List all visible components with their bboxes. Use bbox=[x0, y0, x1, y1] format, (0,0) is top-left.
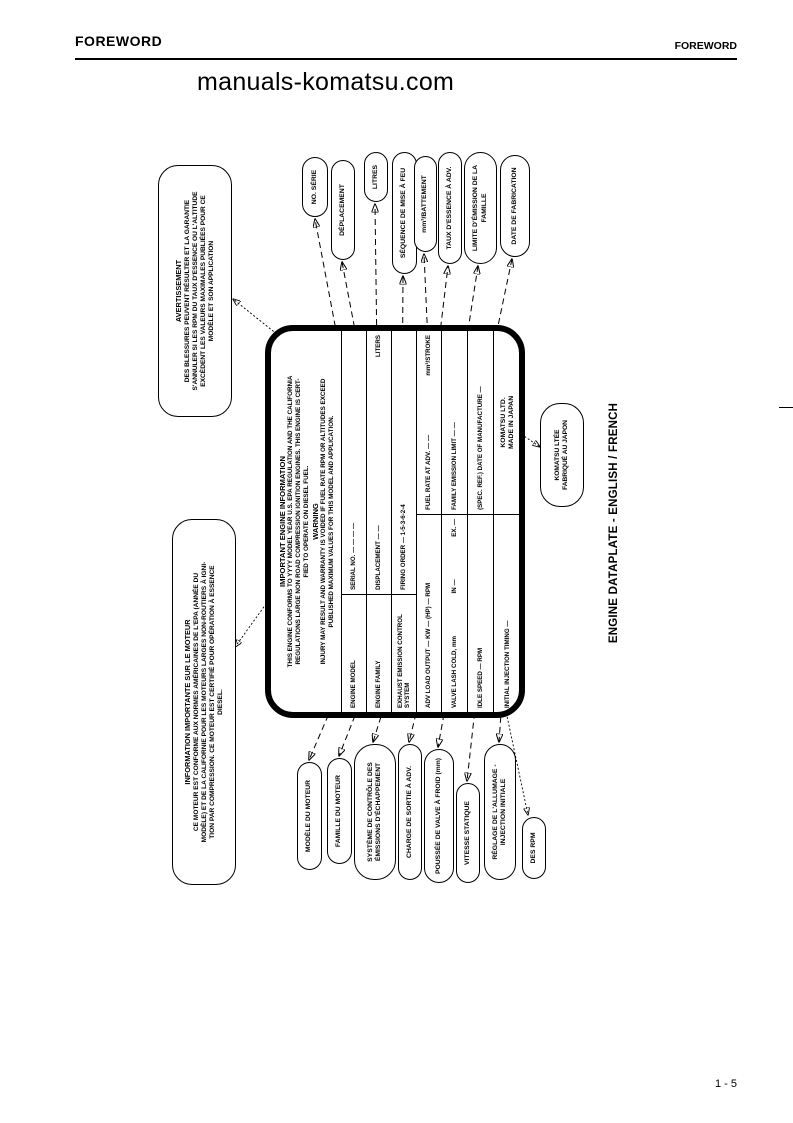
plate-warning-line: PUBLISHED MAXIMUM VALUES FOR THIS MODEL … bbox=[328, 415, 336, 628]
field-exhaust-system: EXHAUST EMISSION CONTROL SYSTEM bbox=[392, 593, 416, 712]
field-maker: KOMATSU LTD. MADE IN JAPAN bbox=[494, 331, 521, 514]
callout-komatsu-fr-line2: FABRIQUÉ AU JAPON bbox=[562, 420, 569, 490]
callout-emission-limit-fr: LIMITE D'ÉMISSION DE LA FAMILLE bbox=[464, 152, 497, 264]
callout-valve-lash-fr: POUSSÉE DE VALVE À FROID (mm) bbox=[424, 749, 454, 883]
callout-adv-load-fr: CHARGE DE SORTIE À ADV. bbox=[398, 744, 422, 880]
callout-warning-fr-line: EXCÈDENT LES VALEURS MAXIMALES PUBLIÉES … bbox=[199, 195, 207, 387]
field-fuel-rate-unit: mm³/STROKE bbox=[425, 335, 433, 376]
callout-warning-fr-line: MODÈLE ET SON APPLICATION bbox=[207, 240, 215, 342]
callout-komatsu-fr: KOMATSU LTÉE FABRIQUÉ AU JAPON bbox=[540, 403, 584, 507]
callout-info-fr-line: TION PAR COMPRESSION. CE MOTEUR EST CERT… bbox=[208, 565, 216, 839]
field-fuel-rate: FUEL RATE AT ADV. — — mm³/STROKE bbox=[417, 331, 441, 514]
field-engine-family: ENGINE FAMILY bbox=[367, 593, 391, 712]
plate-para-line: REGULATIONS LARGE NON ROAD COMPRESSION I… bbox=[295, 378, 303, 665]
plate-title: IMPORTANT ENGINE INFORMATION bbox=[277, 456, 287, 587]
callout-displacement-fr: DÉPLACEMENT bbox=[331, 160, 355, 260]
figure-caption: ENGINE DATAPLATE - ENGLISH / FRENCH bbox=[608, 402, 620, 644]
field-idle-speed: IDLE SPEED — RPM bbox=[468, 513, 493, 712]
engine-dataplate: IMPORTANT ENGINE INFORMATION THIS ENGINE… bbox=[265, 325, 525, 718]
plate-row-adv-load: ADV LOAD OUTPUT — KW — (HP) — RPM FUEL R… bbox=[416, 331, 441, 712]
plate-warning-line: INJURY MAY RESULT AND WARRANTY IS VOIDED… bbox=[320, 378, 328, 665]
field-engine-model: ENGINE MODEL bbox=[342, 593, 366, 712]
plate-row-idle-speed: IDLE SPEED — RPM (SPEC. REF.) DATE OF MA… bbox=[467, 331, 493, 712]
field-emission-limit: FAMILY EMISSION LIMIT — — bbox=[450, 422, 458, 510]
callout-date-mfg-fr: DATE DE FABRICATION bbox=[500, 155, 530, 257]
callout-idle-speed-fr: VITESSE STATIQUE bbox=[456, 783, 480, 883]
callout-mm3-stroke-fr: mm³/BATTEMENT bbox=[414, 156, 437, 252]
field-displacement: DISPLACEMENT — — LITERS bbox=[367, 331, 391, 594]
plate-row-engine-family: ENGINE FAMILY DISPLACEMENT — — LITERS bbox=[366, 331, 391, 712]
field-fuel-rate-label: FUEL RATE AT ADV. — — bbox=[425, 434, 433, 510]
callout-komatsu-fr-line1: KOMATSU LTÉE bbox=[554, 429, 562, 481]
callout-fuel-rate-fr: TAUX D'ESSENCE À ADV. bbox=[438, 152, 462, 264]
callout-info-fr-title: INFORMATION IMPORTANTE SUR LE MOTEUR bbox=[182, 619, 192, 785]
callout-warning-fr-line: S'ANNULER SI LES RPM DU TAUX D'ESSENCE O… bbox=[192, 191, 200, 391]
callout-warning-fr-line: DES BLESSURES PEUVENT RÉSULTER ET LA GAR… bbox=[184, 199, 192, 383]
header-right: FOREWORD bbox=[674, 40, 737, 52]
callout-serial-no-fr: NO. SÉRIE bbox=[302, 157, 328, 217]
field-adv-load-output: ADV LOAD OUTPUT — KW — (HP) — RPM bbox=[417, 513, 441, 712]
field-valve-ex: EX. — bbox=[450, 518, 458, 537]
header-rule bbox=[75, 58, 737, 60]
callout-info-fr-line: DIESEL. bbox=[216, 689, 224, 715]
callout-info-fr: INFORMATION IMPORTANTE SUR LE MOTEUR CE … bbox=[172, 519, 236, 885]
callout-engine-family-fr: FAMILLE DU MOTEUR bbox=[327, 758, 352, 864]
plate-row-engine-model: ENGINE MODEL SERIAL NO. — — — — bbox=[341, 331, 366, 712]
callout-warning-fr-title: AVERTISSEMENT bbox=[173, 259, 183, 323]
callout-injection-timing-fr: RÉGLAGE DE L'ALLUMAGE - INJECTION INITIA… bbox=[484, 744, 516, 880]
field-maker-line1: KOMATSU LTD. bbox=[499, 397, 507, 448]
callout-info-fr-line: MODÈLE) ET DE LA CALIFORNIE POUR LES MOT… bbox=[201, 561, 209, 843]
plate-row-exhaust: EXHAUST EMISSION CONTROL SYSTEM FIRING O… bbox=[391, 331, 416, 712]
callout-engine-model-fr: MODÈLE DU MOTEUR bbox=[297, 762, 322, 870]
field-valve-in: IN — bbox=[450, 579, 458, 594]
field-valve-lash: VALVE LASH COLD, mm IN — EX. — bbox=[442, 513, 467, 712]
field-serial-no: SERIAL NO. — — — — bbox=[350, 522, 358, 590]
plate-row-injection-timing: INITIAL INJECTION TIMING — KOMATSU LTD. … bbox=[493, 331, 521, 712]
callout-warning-fr: AVERTISSEMENT DES BLESSURES PEUVENT RÉSU… bbox=[158, 165, 232, 417]
page-number: 1 - 5 bbox=[714, 1078, 737, 1090]
callout-rpm-fr: DES RPM bbox=[522, 817, 546, 879]
field-date-of-manufacture: (SPEC. REF.) DATE OF MANUFACTURE — bbox=[476, 386, 484, 510]
dataplate-diagram: INFORMATION IMPORTANTE SUR LE MOTEUR CE … bbox=[150, 135, 660, 895]
watermark-text: manuals-komatsu.com bbox=[197, 68, 455, 96]
plate-para-line: THIS ENGINE CONFORMS TO YYYY MODEL YEAR … bbox=[287, 375, 295, 668]
field-maker-line2: MADE IN JAPAN bbox=[507, 395, 515, 450]
callout-info-fr-line: CE MOTEUR EST CONFORME AUX NORMES AMÉRIC… bbox=[193, 572, 201, 832]
field-injection-timing: INITIAL INJECTION TIMING — bbox=[494, 513, 521, 712]
field-valve-lash-label: VALVE LASH COLD, mm bbox=[450, 636, 458, 708]
field-firing-order: FIRING ORDER — 1-5-3-6-2-4 bbox=[400, 504, 408, 590]
callout-emission-system-fr: SYSTÈME DE CONTRÔLE DES ÉMISSIONS D'ÉCHA… bbox=[354, 744, 396, 880]
field-displacement-label: DISPLACEMENT — — bbox=[375, 525, 383, 590]
plate-header: IMPORTANT ENGINE INFORMATION THIS ENGINE… bbox=[271, 331, 341, 712]
plate-row-valve-lash: VALVE LASH COLD, mm IN — EX. — FAMILY EM… bbox=[441, 331, 467, 712]
margin-tick bbox=[779, 407, 793, 408]
plate-para-line: FIED TO OPERATE ON DIESEL FUEL. bbox=[303, 465, 311, 578]
field-liters-unit: LITERS bbox=[375, 335, 383, 358]
callout-liters-fr: LITRES bbox=[364, 152, 388, 202]
plate-warning-title: WARNING bbox=[310, 503, 320, 540]
header-left: FOREWORD bbox=[75, 33, 163, 49]
